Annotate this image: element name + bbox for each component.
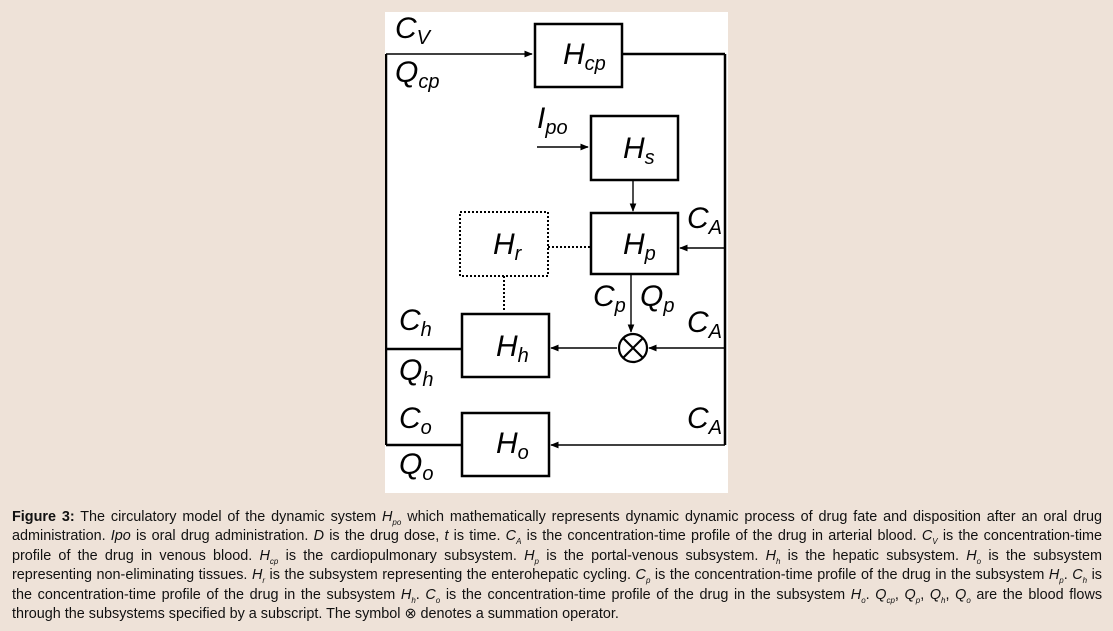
ho-block <box>460 411 551 478</box>
hh-label: Hh <box>496 330 529 367</box>
qcp-label: Qcp <box>395 56 439 93</box>
hp-block <box>589 211 680 276</box>
cv-label: CV <box>395 12 432 49</box>
hp-label: Hp <box>623 228 656 265</box>
cp-label: Cp <box>593 280 626 317</box>
ipo-label: Ipo <box>537 102 568 139</box>
hcp-label: Hcp <box>563 38 606 75</box>
summation-operator <box>617 332 649 364</box>
hh-block <box>460 312 551 379</box>
qo-label: Qo <box>399 448 433 485</box>
ho-label: Ho <box>496 427 529 464</box>
co-label: Co <box>399 402 432 439</box>
ca-label-top: CA <box>687 202 722 239</box>
ca-label-bottom: CA <box>687 402 722 439</box>
hs-block <box>589 114 680 182</box>
hs-label: Hs <box>623 132 655 169</box>
qh-label: Qh <box>399 354 433 391</box>
qp-label: Qp <box>640 280 674 317</box>
hr-label: Hr <box>493 228 523 265</box>
hcp-block <box>533 22 624 89</box>
circulatory-model-diagram: Hcp Hs Hr Hp Hh Ho CV Qcp Ipo CA Cp Qp C… <box>385 12 728 493</box>
hr-block <box>459 211 549 277</box>
ca-label-middle: CA <box>687 306 722 343</box>
diagram-canvas: Hcp Hs Hr Hp Hh Ho CV Qcp Ipo CA Cp Qp C… <box>385 12 727 485</box>
figure-number: Figure 3: <box>12 509 75 525</box>
figure-caption: Figure 3: The circulatory model of the d… <box>12 509 1103 623</box>
ch-label: Ch <box>399 304 432 341</box>
